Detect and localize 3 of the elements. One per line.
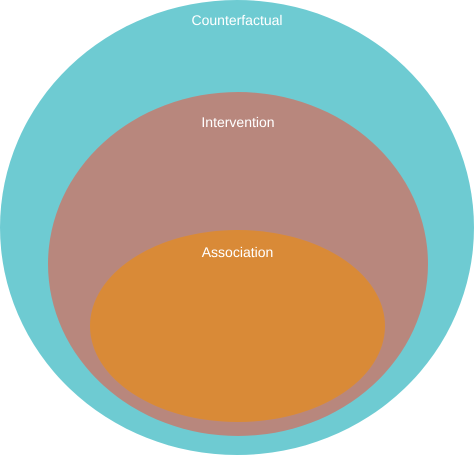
set-label: Intervention [201,114,275,130]
set-label: Counterfactual [191,12,283,28]
set-label: Association [202,244,274,260]
